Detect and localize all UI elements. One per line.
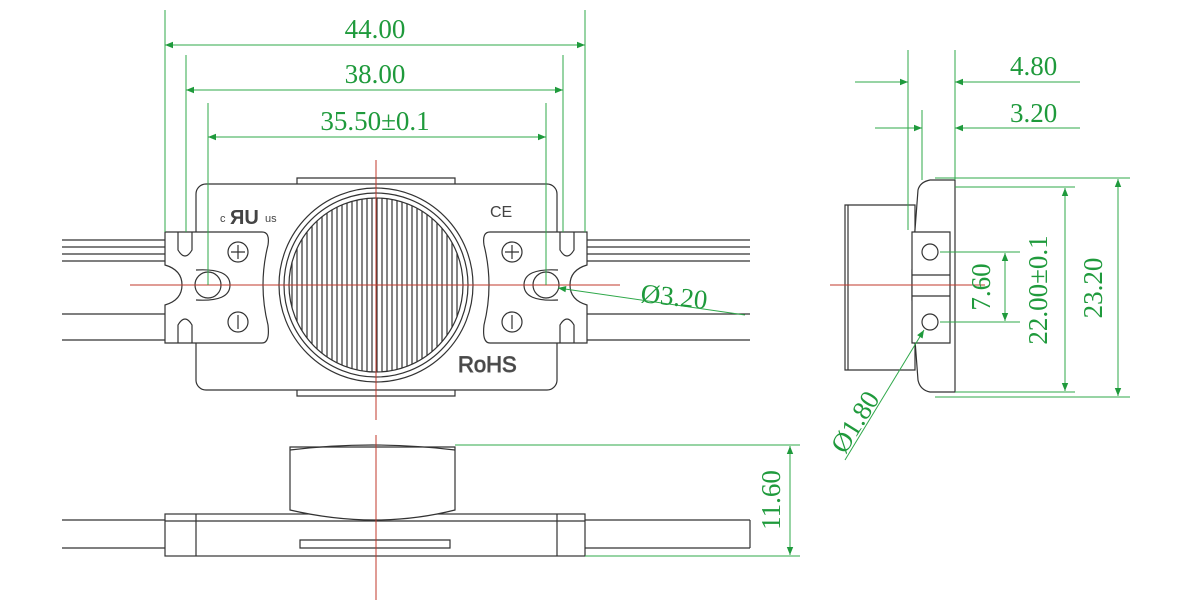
mount-tab-right (483, 231, 588, 344)
side-lens (844, 204, 916, 371)
side-view: 4.80 3.20 7.60 22.00±0.1 23.20 Ø1.80 (825, 50, 1130, 461)
ce-mark: CE (490, 204, 512, 221)
front-view: 11.60 (62, 435, 800, 600)
dim-hole-pitch: 35.50±0.1 (320, 106, 429, 136)
mount-tab-left (164, 231, 269, 344)
dim-mount-span: 38.00 (345, 59, 406, 89)
dim-small-hole: Ø1.80 (825, 386, 886, 459)
top-view: c ЯU us CE RoHS 44.00 38.00 35.50±0.1 Ø3… (62, 10, 750, 420)
ul-us-mark: us (265, 213, 277, 225)
dim-height: 11.60 (756, 470, 786, 530)
front-lens (289, 446, 456, 521)
ul-mark: ЯU (230, 207, 259, 229)
dim-hole-spacing: 7.60 (966, 263, 996, 310)
rohs-mark: RoHS (458, 352, 517, 377)
dim-depth-outer: 4.80 (1010, 51, 1057, 81)
ul-c-mark: c (220, 213, 226, 225)
dim-depth-inner: 3.20 (1010, 98, 1057, 128)
wires-right (587, 239, 750, 341)
dim-tab-height: 22.00±0.1 (1023, 235, 1053, 344)
wires-left (62, 239, 165, 341)
dim-overall-width: 44.00 (345, 14, 406, 44)
dim-hole-diameter: Ø3.20 (639, 278, 709, 315)
screw-icons (227, 241, 523, 333)
dim-overall-height: 23.20 (1078, 258, 1108, 319)
